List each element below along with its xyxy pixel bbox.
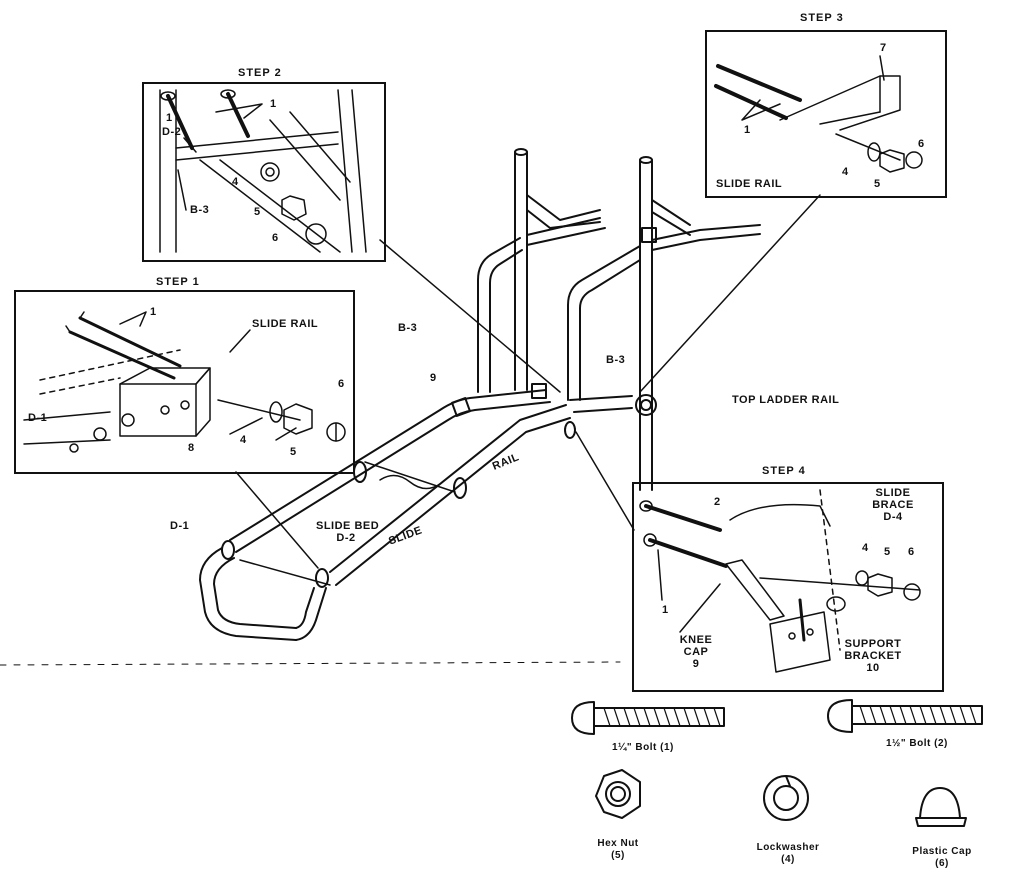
- main-slide-bed-line1: SLIDE BED: [316, 520, 380, 532]
- plastic-cap-label: Plastic Cap (6): [900, 846, 984, 870]
- step3-part-5: 5: [874, 178, 881, 190]
- step4-part-1: 1: [662, 604, 669, 616]
- step1-part-1: 1: [150, 306, 157, 318]
- step1-d1-label: D-1: [28, 412, 48, 424]
- step4-part-10: 10: [866, 662, 880, 674]
- step4-part-9: 9: [692, 658, 700, 670]
- step4-d4-label: D-4: [883, 511, 903, 523]
- step2-part-4: 4: [232, 176, 239, 188]
- main-b3-left-label: B-3: [398, 322, 418, 334]
- step1-drawing: [23, 311, 346, 453]
- main-top-ladder-rail-label: TOP LADDER RAIL: [732, 394, 840, 406]
- bottom-u-bar: [199, 547, 327, 641]
- step1-part-4: 4: [240, 434, 247, 446]
- step4-knee-cap-label: KNEE CAP 9: [676, 634, 716, 670]
- hex-nut-name: Hex Nut: [597, 838, 639, 849]
- step1-slide-rail-label: SLIDE RAIL: [252, 318, 319, 330]
- hex-nut-num: (5): [611, 850, 625, 861]
- main-part-9-label: 9: [430, 372, 437, 384]
- plastic-cap-name: Plastic Cap: [912, 846, 972, 857]
- step4-support-bracket-label: SUPPORT BRACKET 10: [838, 638, 908, 674]
- step4-slide-brace-line1: SLIDE: [875, 487, 911, 499]
- step1-part-6: 6: [338, 378, 345, 390]
- step2-d2-label: D-2: [162, 126, 182, 138]
- step4-part-5: 5: [884, 546, 891, 558]
- bolt1-label: 1¼" Bolt (1): [612, 742, 674, 753]
- hardware-key: [571, 699, 983, 827]
- step3-drawing: [714, 55, 923, 173]
- step4-panel: [632, 482, 944, 692]
- step4-part-6: 6: [908, 546, 915, 558]
- lockwasher-num: (4): [781, 854, 795, 865]
- main-b3-right-label: B-3: [606, 354, 626, 366]
- step4-slide-brace-label: SLIDE BRACE D-4: [868, 487, 918, 523]
- step4-title: STEP 4: [762, 465, 806, 477]
- hex-nut-label: Hex Nut (5): [586, 838, 650, 862]
- step4-slide-brace-line2: BRACE: [872, 499, 914, 511]
- leader-lines: [235, 194, 821, 569]
- ground-line: [0, 661, 621, 666]
- step3-title: STEP 3: [800, 12, 844, 24]
- lockwasher-label: Lockwasher (4): [748, 842, 828, 866]
- step4-knee-cap-line1: KNEE: [679, 634, 713, 646]
- step1-title: STEP 1: [156, 276, 200, 288]
- step2-part-6: 6: [272, 232, 279, 244]
- step1-part-8: 8: [188, 442, 195, 454]
- main-d2-label: D-2: [336, 532, 356, 544]
- step4-knee-cap-line2: CAP: [683, 646, 709, 658]
- step2-panel: [142, 82, 386, 262]
- bolt2-label: 1½" Bolt (2): [886, 738, 948, 749]
- slide-bed: [221, 383, 657, 588]
- step1-panel: [14, 290, 355, 474]
- step2-b3-label: B-3: [190, 204, 210, 216]
- lockwasher-name: Lockwasher: [756, 842, 820, 853]
- step4-part-4: 4: [862, 542, 869, 554]
- step3-slide-rail-label: SLIDE RAIL: [716, 178, 783, 190]
- plastic-cap-num: (6): [935, 858, 949, 869]
- step2-title: STEP 2: [238, 67, 282, 79]
- step4-support-line2: BRACKET: [844, 650, 902, 662]
- step1-part-5: 5: [290, 446, 297, 458]
- step4-drawing: [639, 489, 921, 673]
- step3-part-6: 6: [918, 138, 925, 150]
- main-slide-bed-label: SLIDE BED D-2: [316, 520, 380, 544]
- hand-rails: [477, 237, 641, 401]
- step3-part-4: 4: [842, 166, 849, 178]
- step4-part-2: 2: [714, 496, 721, 508]
- ladder-posts: [514, 148, 761, 491]
- step2-drawing: [159, 89, 367, 253]
- step4-support-line1: SUPPORT: [844, 638, 902, 650]
- step2-part-1b: 1: [270, 98, 277, 110]
- step3-part-1: 1: [744, 124, 751, 136]
- step3-panel: [705, 30, 947, 198]
- main-d1-label: D-1: [170, 520, 190, 532]
- step2-part-1a: 1: [166, 112, 173, 124]
- step2-part-5: 5: [254, 206, 261, 218]
- step3-part-7: 7: [880, 42, 887, 54]
